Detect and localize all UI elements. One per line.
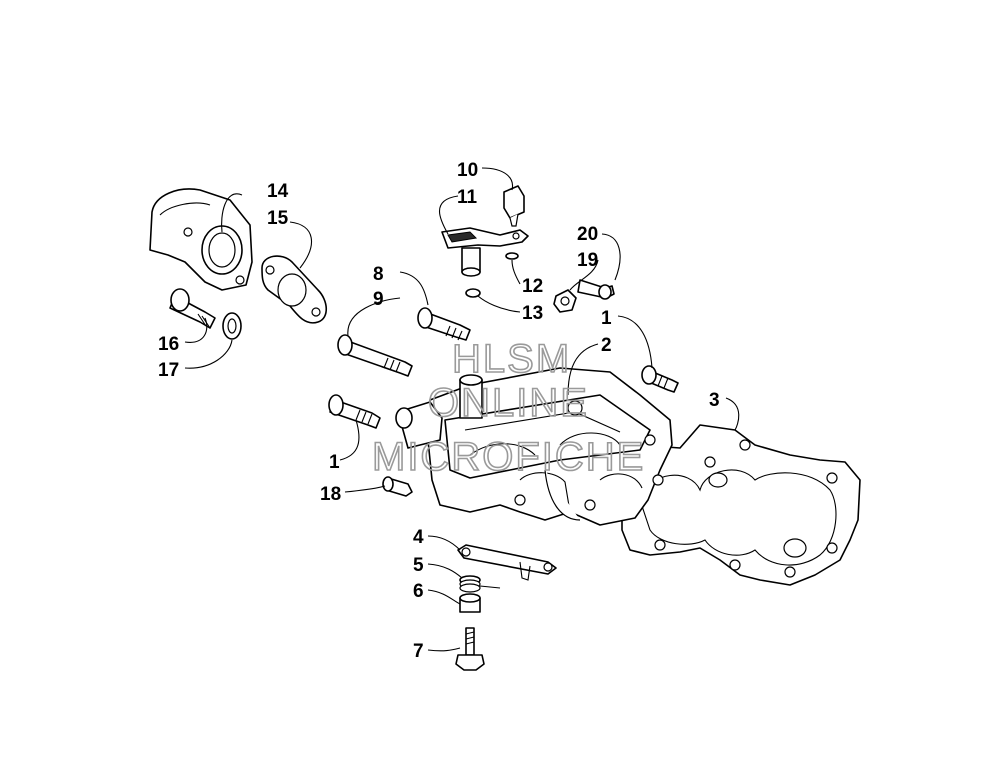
bolt-part-8 [417,307,471,341]
watermark: HLSM ONLINE MICROFICHE [371,336,645,480]
bolt-part-1-left [328,394,381,429]
bolt-part-1-right [641,365,679,393]
callout-11: 11 [457,187,478,208]
callout-5: 5 [413,555,424,576]
watermark-line-3: MICROFICHE [372,435,645,479]
callout-15: 15 [267,208,289,229]
callout-17: 17 [158,360,179,381]
elbow-part-14 [149,188,253,291]
callout-16: 16 [158,334,179,355]
washer-part-17 [222,312,242,340]
callout-7: 7 [413,641,424,662]
callout-10: 10 [457,160,478,181]
gasket-part-15 [261,255,328,324]
watermark-line-2: ONLINE [428,381,589,425]
o-ring-part-12 [505,252,519,260]
leader-lines [184,167,740,652]
callout-2: 2 [601,335,612,356]
gasket-part-3 [621,424,861,586]
nut-part-20 [553,289,577,313]
callout-labels: 10 11 14 15 20 19 8 9 12 13 1 2 16 17 3 … [158,160,720,662]
callout-14: 14 [267,181,289,202]
callout-20: 20 [577,224,598,245]
sensor-part-10 [503,185,525,227]
callout-9: 9 [373,289,384,310]
o-ring-part-13 [465,288,481,298]
bolt-part-16 [169,288,216,329]
bolt-part-9 [337,334,413,377]
callout-13: 13 [522,303,543,324]
callout-1-right: 1 [601,308,612,329]
bolt-part-19 [577,279,615,300]
watermark-line-1: HLSM [452,337,571,381]
callout-3: 3 [709,390,720,411]
manifold-body [395,367,673,526]
bushing-part-6 [459,593,481,613]
callout-1-left: 1 [329,452,340,473]
lever-part-4 [457,544,557,581]
callout-6: 6 [413,581,424,602]
callout-4: 4 [413,527,424,548]
callout-12: 12 [522,276,543,297]
bracket-part-11 [441,227,529,277]
callout-8: 8 [373,264,384,285]
callout-18: 18 [320,484,341,505]
callout-19: 19 [577,250,598,271]
spring-part-5 [459,575,501,593]
bolt-part-7 [455,627,485,671]
plug-part-18 [382,476,413,497]
